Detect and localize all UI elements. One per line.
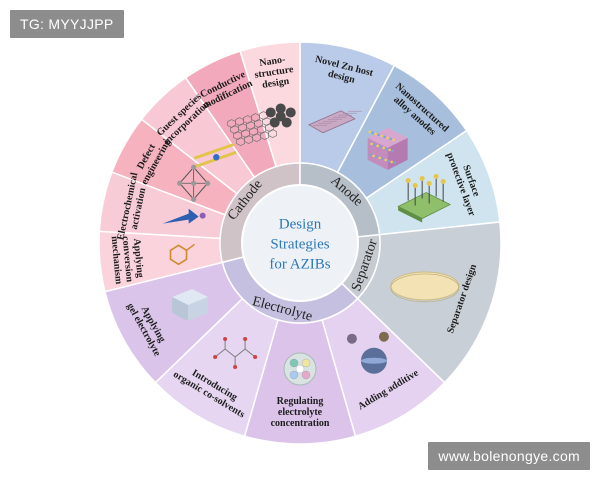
segment-label-nano-structure-design: Nano-structuredesign: [252, 53, 296, 92]
segment-label-applying-conversion-mechanism: Applyingconversionmechanism: [109, 234, 146, 286]
electrolyte-dish-icon: [283, 352, 317, 386]
zn-host-mesh-icon: [308, 110, 362, 134]
protective-layer-grid-icon: [397, 174, 452, 223]
alloy-cube-icon: [367, 127, 408, 170]
center-circle: [241, 184, 359, 302]
separator-disc-icon: [390, 271, 460, 303]
center-title-line-2: Strategies: [270, 236, 329, 252]
molecule-structure-icon: [213, 337, 258, 370]
nanoparticle-cluster-icon: [265, 103, 296, 128]
center-title-line-1: Design: [279, 216, 322, 232]
watermark-bottom-right: www.bolenongye.com: [428, 442, 590, 470]
watermark-top-left: TG: MYYJJPP: [10, 10, 124, 38]
layered-intercalation-icon: [193, 142, 237, 168]
lattice-octahedron-icon: [177, 164, 211, 202]
graphene-sheet-icon: [227, 111, 277, 146]
center-title-line-3: for AZIBs: [269, 256, 330, 272]
conversion-ring-icon: [169, 243, 195, 266]
gel-block-icon: [172, 289, 209, 322]
charge-arrow-icon: [162, 208, 206, 224]
additive-spheres-icon: [346, 331, 389, 374]
